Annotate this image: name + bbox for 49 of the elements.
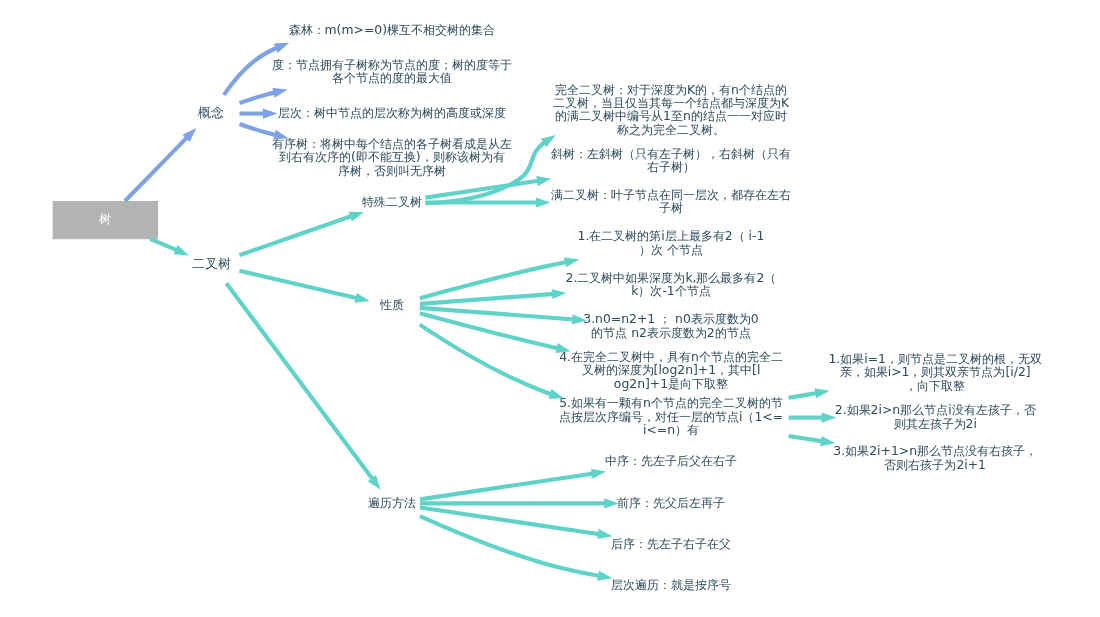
node-box: 树 [52,200,159,240]
node-text: 1.在二叉树的第i层上最多有2（ i-1）次 个节点 [577,228,765,257]
arrow [419,311,571,353]
arrow [419,305,587,325]
arrow [419,468,607,502]
node-text: 层次遍历：就是按序号 [610,577,731,593]
arrow [239,108,278,119]
node-text: 概念 [198,105,225,121]
node-text: 层次：树中节点的层次称为树的高度或深度 [277,104,506,120]
arrow [425,197,551,208]
arrow [419,288,567,306]
node-text: 森林：m(m>=0)棵互不相交树的集合 [288,22,496,38]
arrow [788,388,830,400]
arrow [419,505,613,540]
node-text: 二叉树 [191,256,231,272]
node-text: 度：节点拥有子树称为节点的度；树的度等于各个节点的度的最大值 [271,56,512,86]
node-text: 斜树：左斜树（只有左子树），右斜树（只有右子树） [550,145,791,175]
arrow [123,127,197,203]
arrow [238,211,364,258]
arrow [788,412,837,423]
arrow [425,175,552,200]
node-text: 有序树：将树中每个结点的各子树看成是从左到右有次序的(即不能互换)，则称该树为有序树，否则叫无序树 [271,135,512,178]
node-text: 2.如果2i>n那么节点i没有左孩子，否则其左孩子为2i [834,402,1036,431]
node-text: 4.在完全二叉树中，具有n个节点的完全二叉树的深度为[log2n]+1，其中[log2n]+1是向下取整 [559,348,783,391]
node-text: 完全二叉树：对于深度为K的，有n个结点的二叉树，当且仅当其每一个结点都与深度为K的满二叉树中编号从1至n的结点一一对应时称之为完全二叉树。 [552,81,790,137]
arrow [222,42,290,96]
arrow [418,322,564,399]
arrow [788,433,836,447]
arrow [149,236,189,256]
node-text: 3.n0=n2+1 ； n0表示度数为0的节点 n2表示度数为2的节点 [583,311,759,340]
arrow [419,257,580,301]
arrow [238,122,289,140]
arrow [419,498,619,509]
node-text: 性质 [379,297,404,313]
arrow [224,282,381,490]
arrow [419,514,613,581]
node-text: 中序：先左子后父在右子 [604,453,737,469]
arrow [238,87,288,106]
node-text: 遍历方法 [367,494,416,510]
node-text: 前序：先父后左再子 [616,494,725,510]
node-text: 3.如果2i+1>n那么节点没有右孩子，否则右孩子为2i+1 [833,443,1038,472]
arrow [425,135,556,206]
node-text: 特殊二叉树 [361,193,422,209]
node-text: 5.如果有一颗有n个节点的完全二叉树的节点按层次序编号，对任一层的节点i（1<=i<=n）有 [558,395,784,438]
node-text: 满二叉树：叶子节点在同一层次，都存在左右子树 [550,186,791,216]
node-text: 2.二叉树中如果深度为k,那么最多有2（k）次-1个节点 [565,269,777,299]
node-text: 后序：先左子右子在父 [610,535,731,551]
arrow [239,268,370,303]
node-text: 1.如果i=1，则节点是二叉树的根，无双亲，如果i>1，则其双亲节点为[i/2]，向下取整 [828,350,1042,393]
